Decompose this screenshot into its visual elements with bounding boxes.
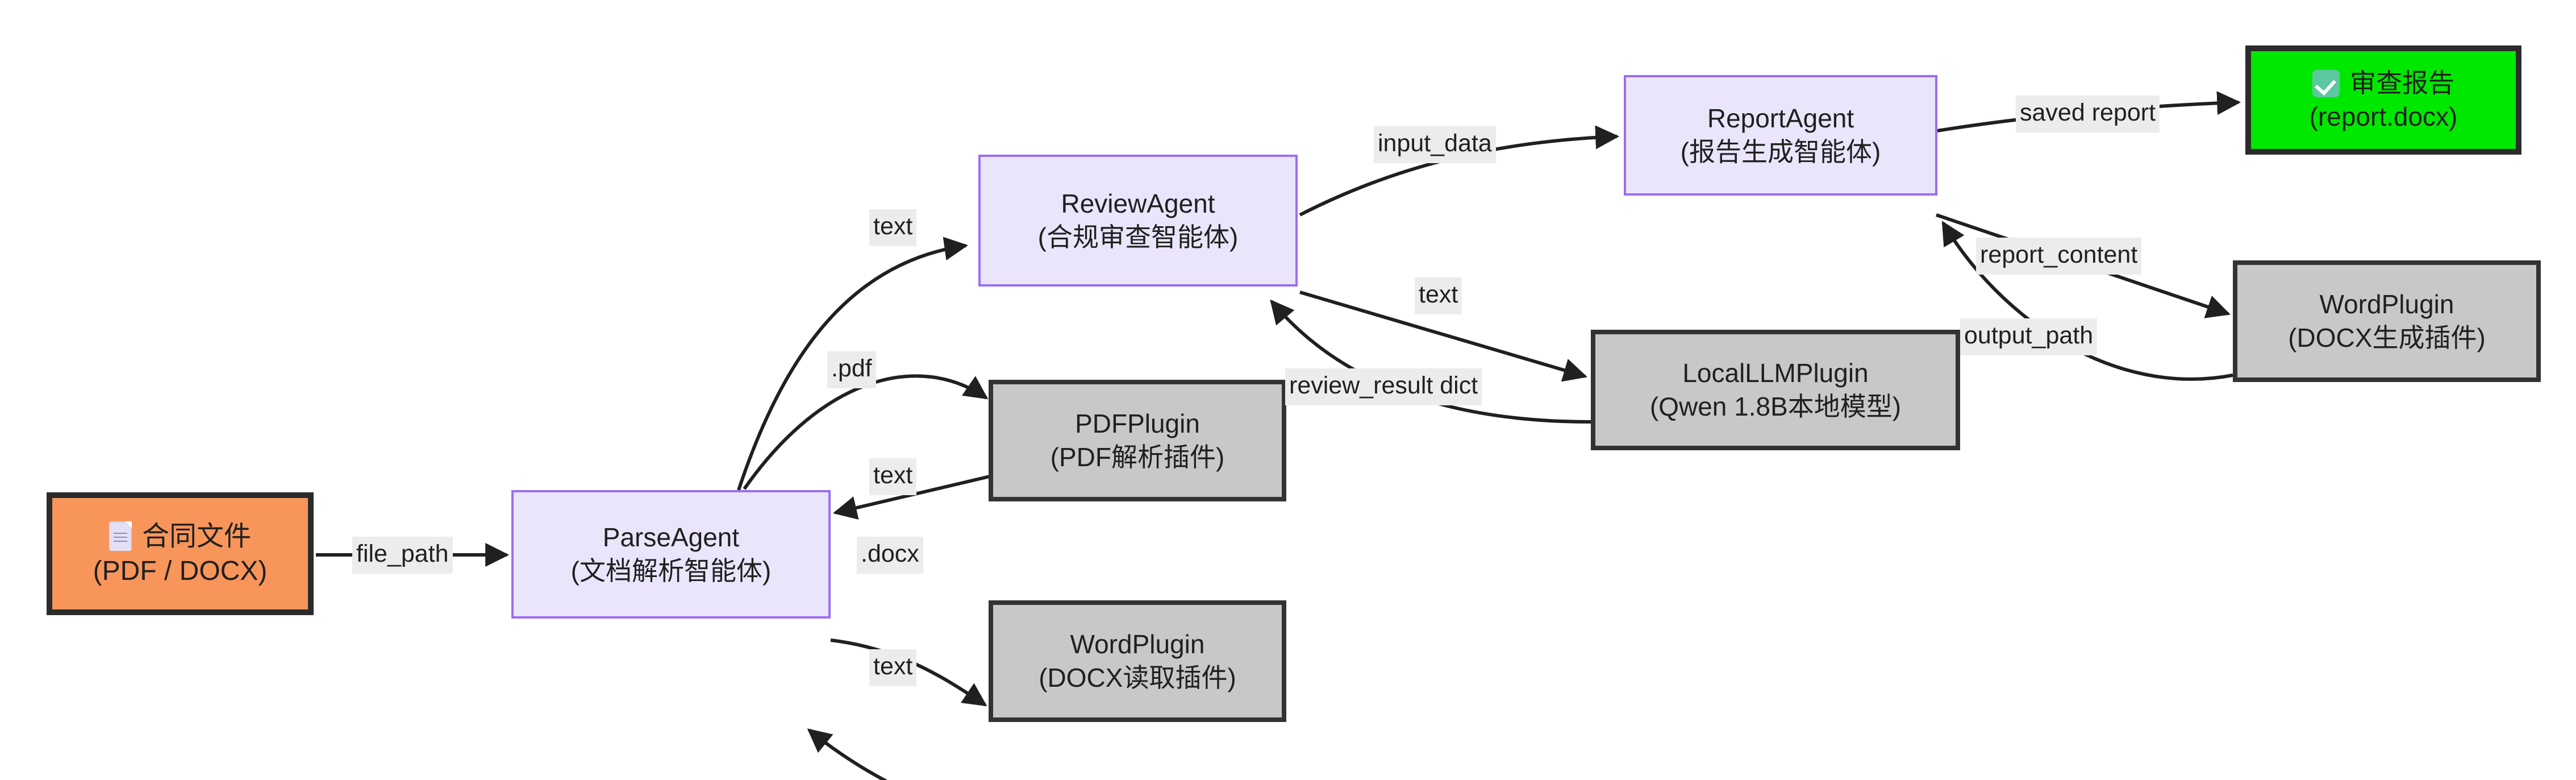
review-agent-label-line1: ReviewAgent	[1061, 189, 1215, 219]
node-word-plugin-read[interactable]: WordPlugin (DOCX读取插件)	[989, 600, 1286, 722]
contract-file-label-line2: (PDF / DOCX)	[93, 556, 268, 586]
parse-agent-label-line2: (文档解析智能体)	[570, 556, 772, 586]
edge-review-to-llm	[1299, 291, 1588, 382]
edge-docx	[830, 638, 987, 707]
edge-parse-to-review	[737, 237, 969, 491]
parse-agent-label-line1: ParseAgent	[602, 522, 740, 553]
edge-label-report-content: report_content	[1976, 238, 2142, 275]
node-parse-agent[interactable]: ParseAgent (文档解析智能体)	[511, 490, 831, 619]
pdf-plugin-label-line1: PDFPlugin	[1075, 409, 1200, 439]
local-llm-plugin-label-line1: LocalLLMPlugin	[1682, 358, 1869, 388]
node-review-report[interactable]: 审查报告 (report.docx)	[2245, 45, 2521, 155]
check-icon	[2312, 69, 2340, 97]
review-agent-label-line2: (合规审查智能体)	[1037, 222, 1239, 252]
node-pdf-plugin[interactable]: PDFPlugin (PDF解析插件)	[989, 380, 1286, 501]
node-review-agent[interactable]: ReviewAgent (合规审查智能体)	[978, 155, 1298, 287]
edge-label-saved-report: saved report	[2016, 96, 2160, 132]
edge-label-file-path: file_path	[352, 537, 453, 574]
contract-file-label-line1: 合同文件	[141, 521, 251, 551]
node-word-plugin-write[interactable]: WordPlugin (DOCX生成插件)	[2233, 260, 2541, 382]
report-agent-label-line1: ReportAgent	[1707, 103, 1854, 134]
word-plugin-write-label-line1: WordPlugin	[2319, 289, 2454, 320]
report-agent-label-line2: (报告生成智能体)	[1680, 137, 1881, 167]
contract-file-title-row: 合同文件	[109, 519, 251, 554]
pdf-plugin-label-line2: (PDF解析插件)	[1050, 442, 1225, 472]
word-plugin-read-label-line1: WordPlugin	[1070, 629, 1205, 659]
edge-label-docx: .docx	[857, 537, 923, 574]
edge-label-review-to-llm: text	[1415, 277, 1462, 314]
node-local-llm-plugin[interactable]: LocalLLMPlugin (Qwen 1.8B本地模型)	[1591, 330, 1960, 450]
local-llm-plugin-label-line2: (Qwen 1.8B本地模型)	[1649, 392, 1902, 421]
edge-label-review-result: review_result dict	[1285, 368, 1482, 405]
review-report-label-line2: (report.docx)	[2309, 102, 2458, 131]
edge-docx-text	[807, 728, 888, 780]
edge-label-input-data: input_data	[1374, 126, 1496, 163]
review-report-label-line1: 审查报告	[2350, 68, 2454, 98]
edge-label-pdf: .pdf	[827, 351, 876, 388]
edge-label-pdf-text: text	[869, 458, 917, 495]
word-plugin-write-label-line2: (DOCX生成插件)	[2288, 323, 2486, 352]
edge-pdf-text	[832, 475, 990, 520]
node-report-agent[interactable]: ReportAgent (报告生成智能体)	[1624, 75, 1937, 196]
document-icon	[109, 521, 132, 551]
word-plugin-read-label-line2: (DOCX读取插件)	[1039, 663, 1236, 692]
edge-label-output-path: output_path	[1960, 318, 2098, 355]
edge-label-parse-to-review: text	[869, 209, 917, 246]
node-contract-file[interactable]: 合同文件 (PDF / DOCX)	[47, 492, 314, 615]
edge-label-docx-text: text	[869, 649, 917, 686]
review-report-title-row: 审查报告	[2312, 67, 2454, 100]
